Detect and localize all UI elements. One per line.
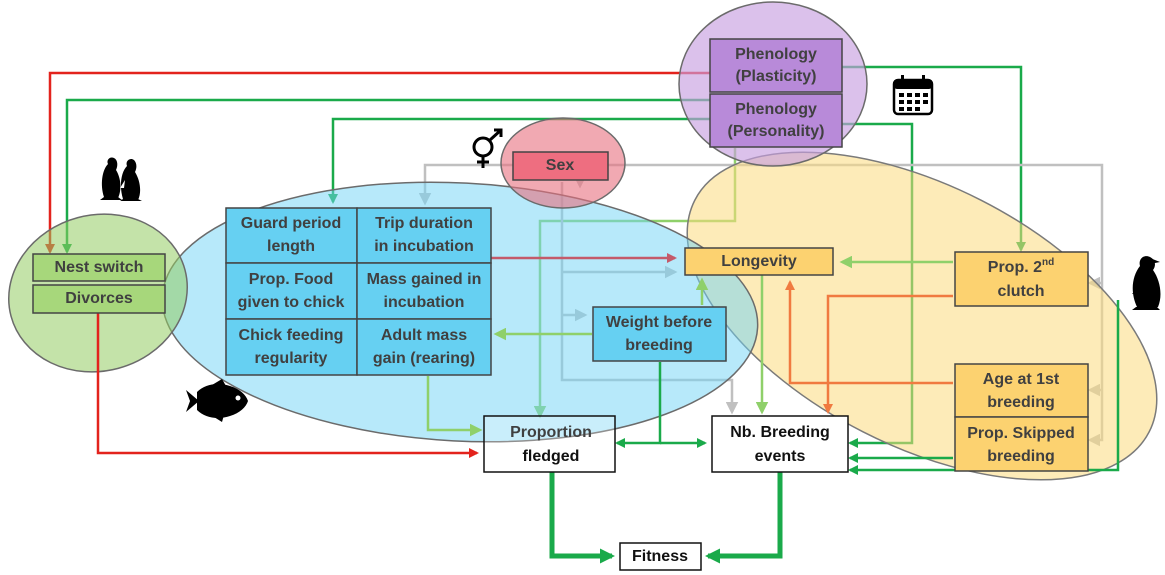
node-fitness-label: Fitness: [632, 548, 688, 565]
node-nest-switch-label: Nest switch: [55, 259, 144, 276]
node-prop-food-line1: Prop. Food: [249, 271, 333, 288]
node-prop-skipped-line1: Prop. Skipped: [967, 425, 1075, 442]
penguin-pair-icon: [100, 157, 142, 201]
arrow-age-to-nb: [848, 300, 1120, 475]
intersex-symbol-icon: [472, 128, 503, 168]
arrow-age-to-longevity: [785, 280, 953, 385]
arrow-plasticity-to-nest-switch: [45, 71, 710, 254]
node-adult-mass[interactable]: Adult mass gain (rearing): [356, 318, 492, 376]
node-fledged-line2: fledged: [523, 448, 580, 465]
node-nb-breeding-line2: events: [755, 448, 806, 465]
node-age-1st-line1: Age at 1st: [983, 371, 1060, 388]
node-guard-period-line2: length: [267, 238, 315, 255]
node-phenology-plasticity-line2: (Plasticity): [736, 68, 817, 85]
arrow-personality-to-guard: [328, 117, 710, 204]
arrow-divorces-to-fledged: [96, 313, 479, 458]
node-divorces[interactable]: Divorces: [32, 284, 166, 314]
node-adult-mass-line2: gain (rearing): [373, 350, 475, 367]
calendar-icon: [892, 75, 934, 116]
node-chick-feeding-line2: regularity: [255, 350, 328, 367]
penguin-icon: [1132, 256, 1161, 310]
arrow-nb-to-fitness: [705, 472, 783, 564]
node-trip-duration-line2: in incubation: [374, 238, 474, 255]
node-trip-duration-line1: Trip duration: [375, 215, 473, 232]
arrow-chick-to-fledged: [426, 376, 483, 437]
node-mass-gained-line1: Mass gained in: [367, 271, 482, 288]
node-prop-2nd-clutch[interactable]: Prop. 2nd clutch: [954, 251, 1089, 307]
node-nb-breeding-line1: Nb. Breeding: [730, 424, 830, 441]
node-prop-food[interactable]: Prop. Food given to chick: [225, 262, 358, 320]
node-fitness[interactable]: Fitness: [619, 542, 702, 571]
node-nb-breeding[interactable]: Nb. Breeding events: [711, 415, 849, 473]
node-phenology-personality[interactable]: Phenology (Personality): [709, 93, 843, 148]
fish-icon: [186, 379, 248, 422]
node-prop-skipped[interactable]: Prop. Skipped breeding: [954, 416, 1089, 472]
node-weight-before-line1: Weight before: [606, 314, 712, 331]
node-phenology-personality-line2: (Personality): [728, 123, 825, 140]
node-chick-feeding[interactable]: Chick feeding regularity: [225, 318, 358, 376]
node-trip-duration[interactable]: Trip duration in incubation: [356, 207, 492, 264]
node-sex[interactable]: Sex: [512, 151, 609, 181]
node-nest-switch[interactable]: Nest switch: [32, 253, 166, 282]
node-prop-food-line2: given to chick: [238, 294, 345, 311]
arrow-fledged-to-fitness: [549, 472, 615, 564]
arrow-plasticity-to-2nd-clutch: [842, 65, 1026, 252]
node-mass-gained[interactable]: Mass gained in incubation: [356, 262, 492, 320]
node-longevity-label: Longevity: [721, 253, 797, 270]
node-age-1st-breeding[interactable]: Age at 1st breeding: [954, 363, 1089, 418]
arrows-front: [96, 253, 1120, 564]
node-prop-2nd-line2: clutch: [997, 283, 1044, 300]
node-guard-period-line1: Guard period: [241, 215, 341, 232]
node-fledged-line1: Proportion: [510, 424, 592, 441]
node-chick-feeding-line1: Chick feeding: [239, 327, 344, 344]
node-prop-skipped-line2: breeding: [987, 448, 1055, 465]
arrow-2nd-to-nb: [823, 294, 953, 414]
node-divorces-label: Divorces: [65, 290, 133, 307]
node-adult-mass-line1: Adult mass: [381, 327, 467, 344]
node-longevity[interactable]: Longevity: [684, 247, 834, 276]
node-age-1st-line2: breeding: [987, 394, 1055, 411]
node-weight-before[interactable]: Weight before breeding: [592, 306, 727, 362]
node-weight-before-line2: breeding: [625, 337, 693, 354]
arrow-phenology-to-nest-switch: [62, 98, 710, 254]
nodes: Phenology (Plasticity) Phenology (Person…: [32, 38, 1089, 571]
node-phenology-plasticity[interactable]: Phenology (Plasticity): [709, 38, 843, 93]
node-phenology-personality-line1: Phenology: [735, 101, 817, 118]
node-prop-2nd-line1: Prop. 2nd: [988, 257, 1054, 277]
node-sex-label: Sex: [546, 157, 575, 174]
node-proportion-fledged[interactable]: Proportion fledged: [483, 415, 616, 473]
node-phenology-plasticity-line1: Phenology: [735, 46, 817, 63]
node-mass-gained-line2: incubation: [384, 294, 465, 311]
node-guard-period[interactable]: Guard period length: [225, 207, 358, 264]
